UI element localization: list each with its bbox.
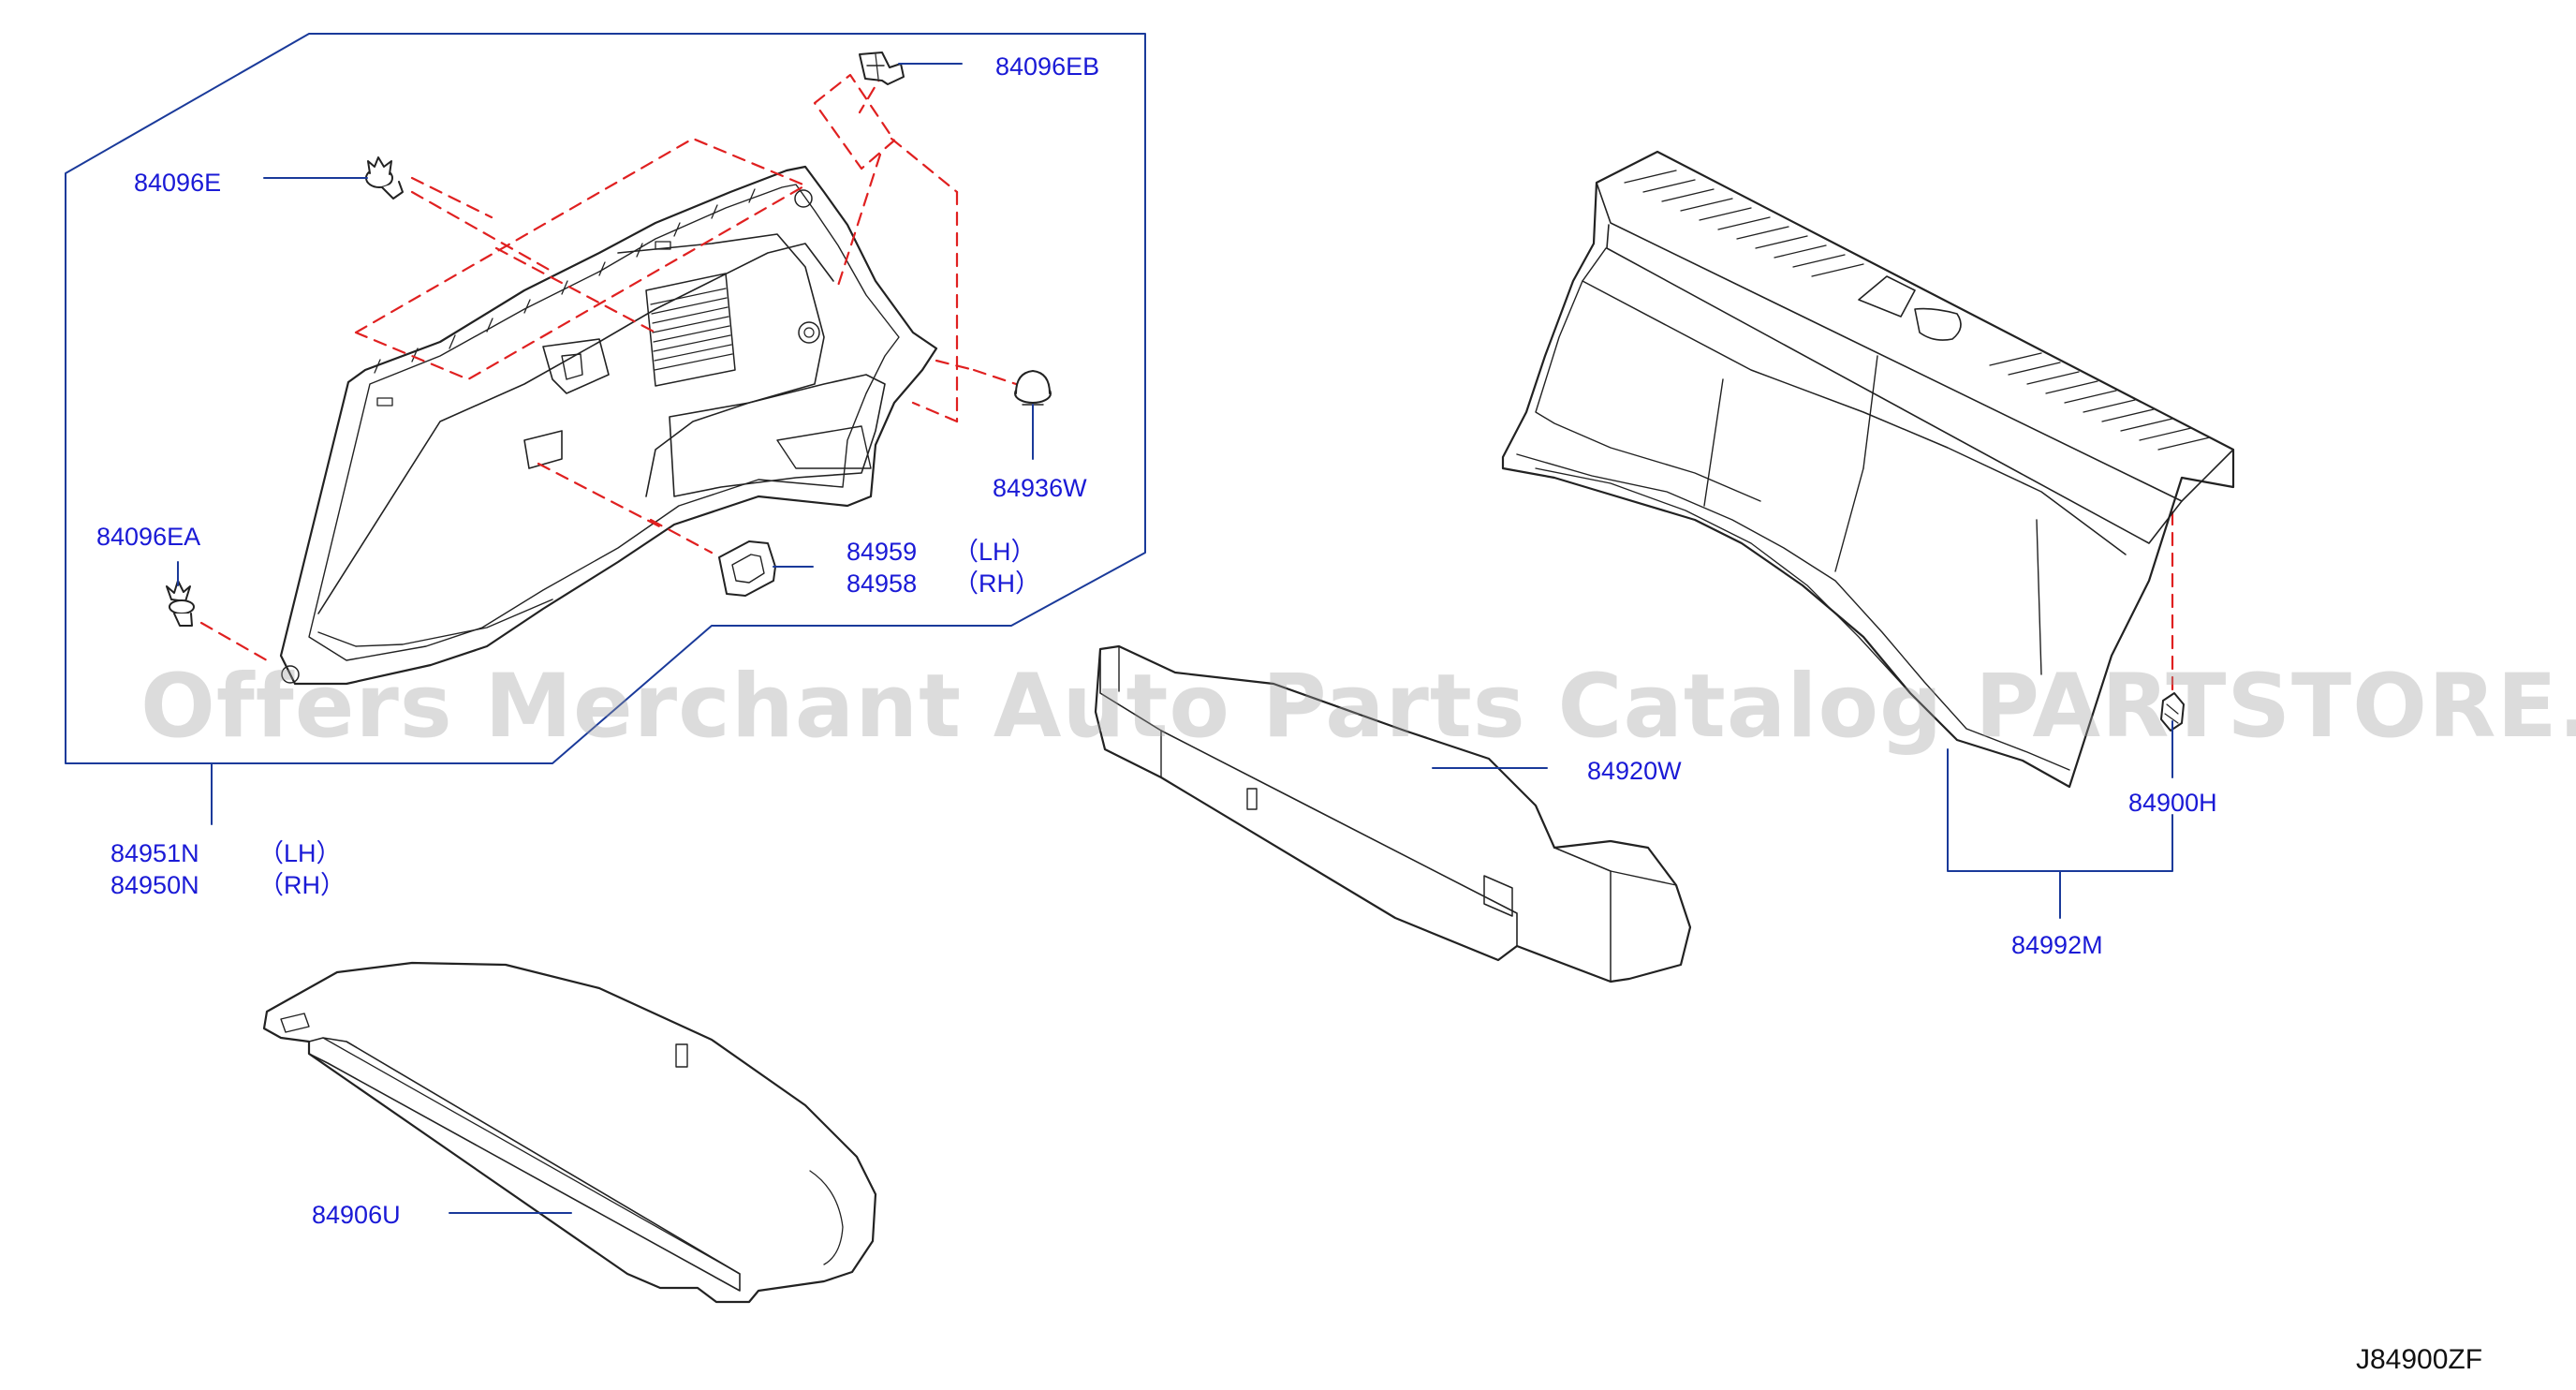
label-84936w: 84936W bbox=[993, 474, 1087, 502]
label-84096ea: 84096EA bbox=[96, 523, 201, 551]
leader-lines bbox=[177, 63, 2173, 1214]
dashed-assembly-lines bbox=[199, 68, 2174, 700]
label-84950n-side: （RH） bbox=[258, 871, 346, 899]
label-84920w: 84920W bbox=[1587, 757, 1682, 785]
label-84900h: 84900H bbox=[2128, 789, 2217, 817]
diagram-code: J84900ZF bbox=[2356, 1344, 2483, 1375]
label-84950n: 84950N bbox=[110, 871, 199, 899]
grommet-84936w bbox=[1014, 370, 1052, 406]
rear-kick-plate bbox=[1501, 150, 2235, 789]
label-84096eb: 84096EB bbox=[995, 52, 1100, 81]
label-84096e: 84096E bbox=[134, 169, 222, 197]
side-board-84920w bbox=[1094, 644, 1692, 983]
label-84951n: 84951N bbox=[110, 839, 199, 867]
label-84958: 84958 bbox=[846, 569, 918, 598]
cap-84959-84958 bbox=[718, 540, 776, 597]
label-84951n-side: （LH） bbox=[258, 839, 342, 867]
label-84959: 84959 bbox=[846, 538, 918, 566]
watermark: Offers Merchant Auto Parts Catalog PARTS… bbox=[140, 656, 2576, 758]
trim-group-frame bbox=[65, 33, 1146, 764]
clip-84900h bbox=[2160, 692, 2185, 732]
label-84958-side: （RH） bbox=[953, 569, 1040, 598]
label-84906u: 84906U bbox=[312, 1201, 401, 1229]
bracket-84992m bbox=[1947, 748, 2173, 919]
tonneau-board-84906u bbox=[262, 961, 877, 1304]
label-84992m: 84992M bbox=[2011, 931, 2103, 959]
clip-84096eb bbox=[859, 52, 905, 85]
clip-84096ea bbox=[166, 580, 195, 627]
clip-84096e bbox=[365, 156, 404, 200]
label-84959-side: （LH） bbox=[953, 538, 1037, 566]
side-trim-panel bbox=[279, 165, 938, 686]
